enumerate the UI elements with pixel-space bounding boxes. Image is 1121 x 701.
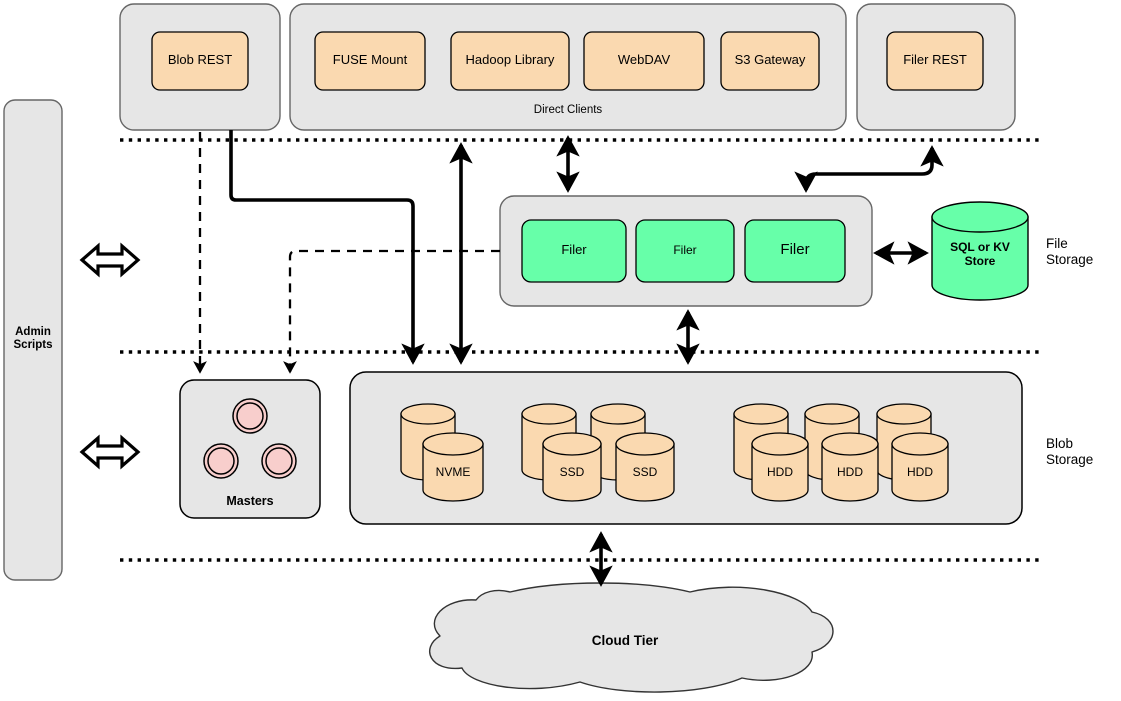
admin-arrow-filer [79,242,141,278]
filer-node-2 [635,219,735,283]
blob-rest-group [119,3,281,131]
hadoop-library-node [450,31,570,91]
master-node-2 [203,443,239,479]
nvme-stack [400,403,484,502]
connector-filer-to-masters [283,249,500,374]
admin-scripts-panel[interactable] [3,99,63,581]
connector-filer-rest-to-filer [794,145,944,193]
cloud-tier-shape [429,582,834,693]
tier-dividers [120,138,1040,562]
masters-group [179,379,321,519]
master-node-1 [232,398,268,434]
connector-blob-rest-to-volumes [229,130,425,365]
direct-clients-group [289,3,847,131]
fuse-mount-node [314,31,426,91]
sql-kv-store-cylinder [931,201,1029,301]
s3-gateway-node [720,31,820,91]
filer-rest-node [886,31,984,91]
filer-node-1 [521,219,627,283]
blob-storage-group [349,371,1023,525]
hdd-stack [733,403,949,502]
blob-rest-node [151,31,249,91]
filer-group [499,195,873,307]
admin-arrow-blob [79,434,141,470]
filer-rest-group [856,3,1016,131]
master-node-3 [261,443,297,479]
webdav-node [583,31,705,91]
ssd-stack [521,403,675,502]
filer-node-3 [744,219,846,283]
